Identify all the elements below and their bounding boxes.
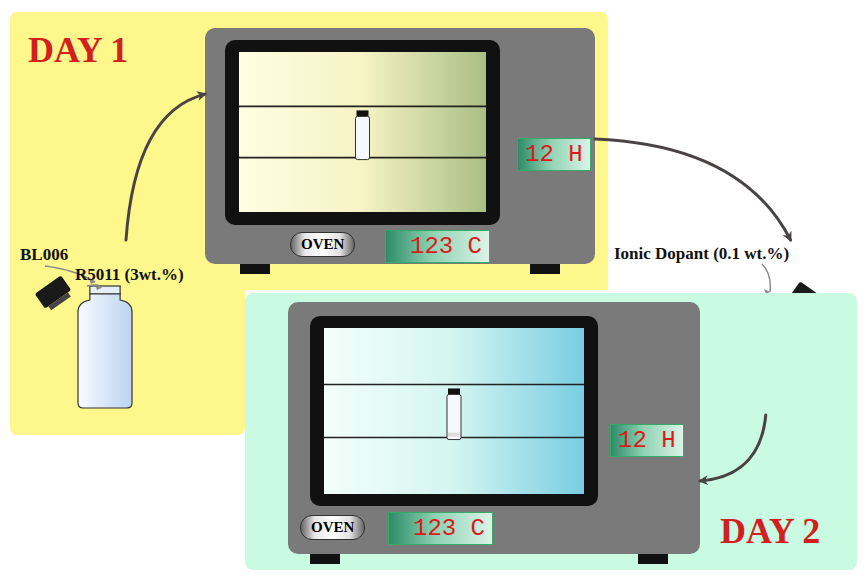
display-readout: 12 H [610,424,684,457]
oven: 12 H 123 C OVEN [288,302,700,554]
process-arrow [595,139,791,240]
display-readout: 123 C [385,230,490,263]
day-panel: DAY 2 12 H 123 C OVEN [245,293,857,570]
oven: 12 H 123 C OVEN [205,28,595,264]
oven-badge: OVEN [290,232,355,257]
day-title: DAY 2 [720,513,820,549]
day-title: DAY 1 [28,32,128,68]
material-label: Ionic Dopant (0.1 wt.%) [614,245,789,264]
material-label: R5011 (3wt.%) [75,266,184,285]
display-readout: 12 H [517,138,591,171]
material-label: BL006 [20,246,68,265]
process-arrow [700,415,766,481]
vial: BL006R5011 (3wt.%) [15,240,200,412]
process-arrow [126,94,205,240]
display-readout: 123 C [388,512,493,545]
oven-badge: OVEN [300,515,365,540]
